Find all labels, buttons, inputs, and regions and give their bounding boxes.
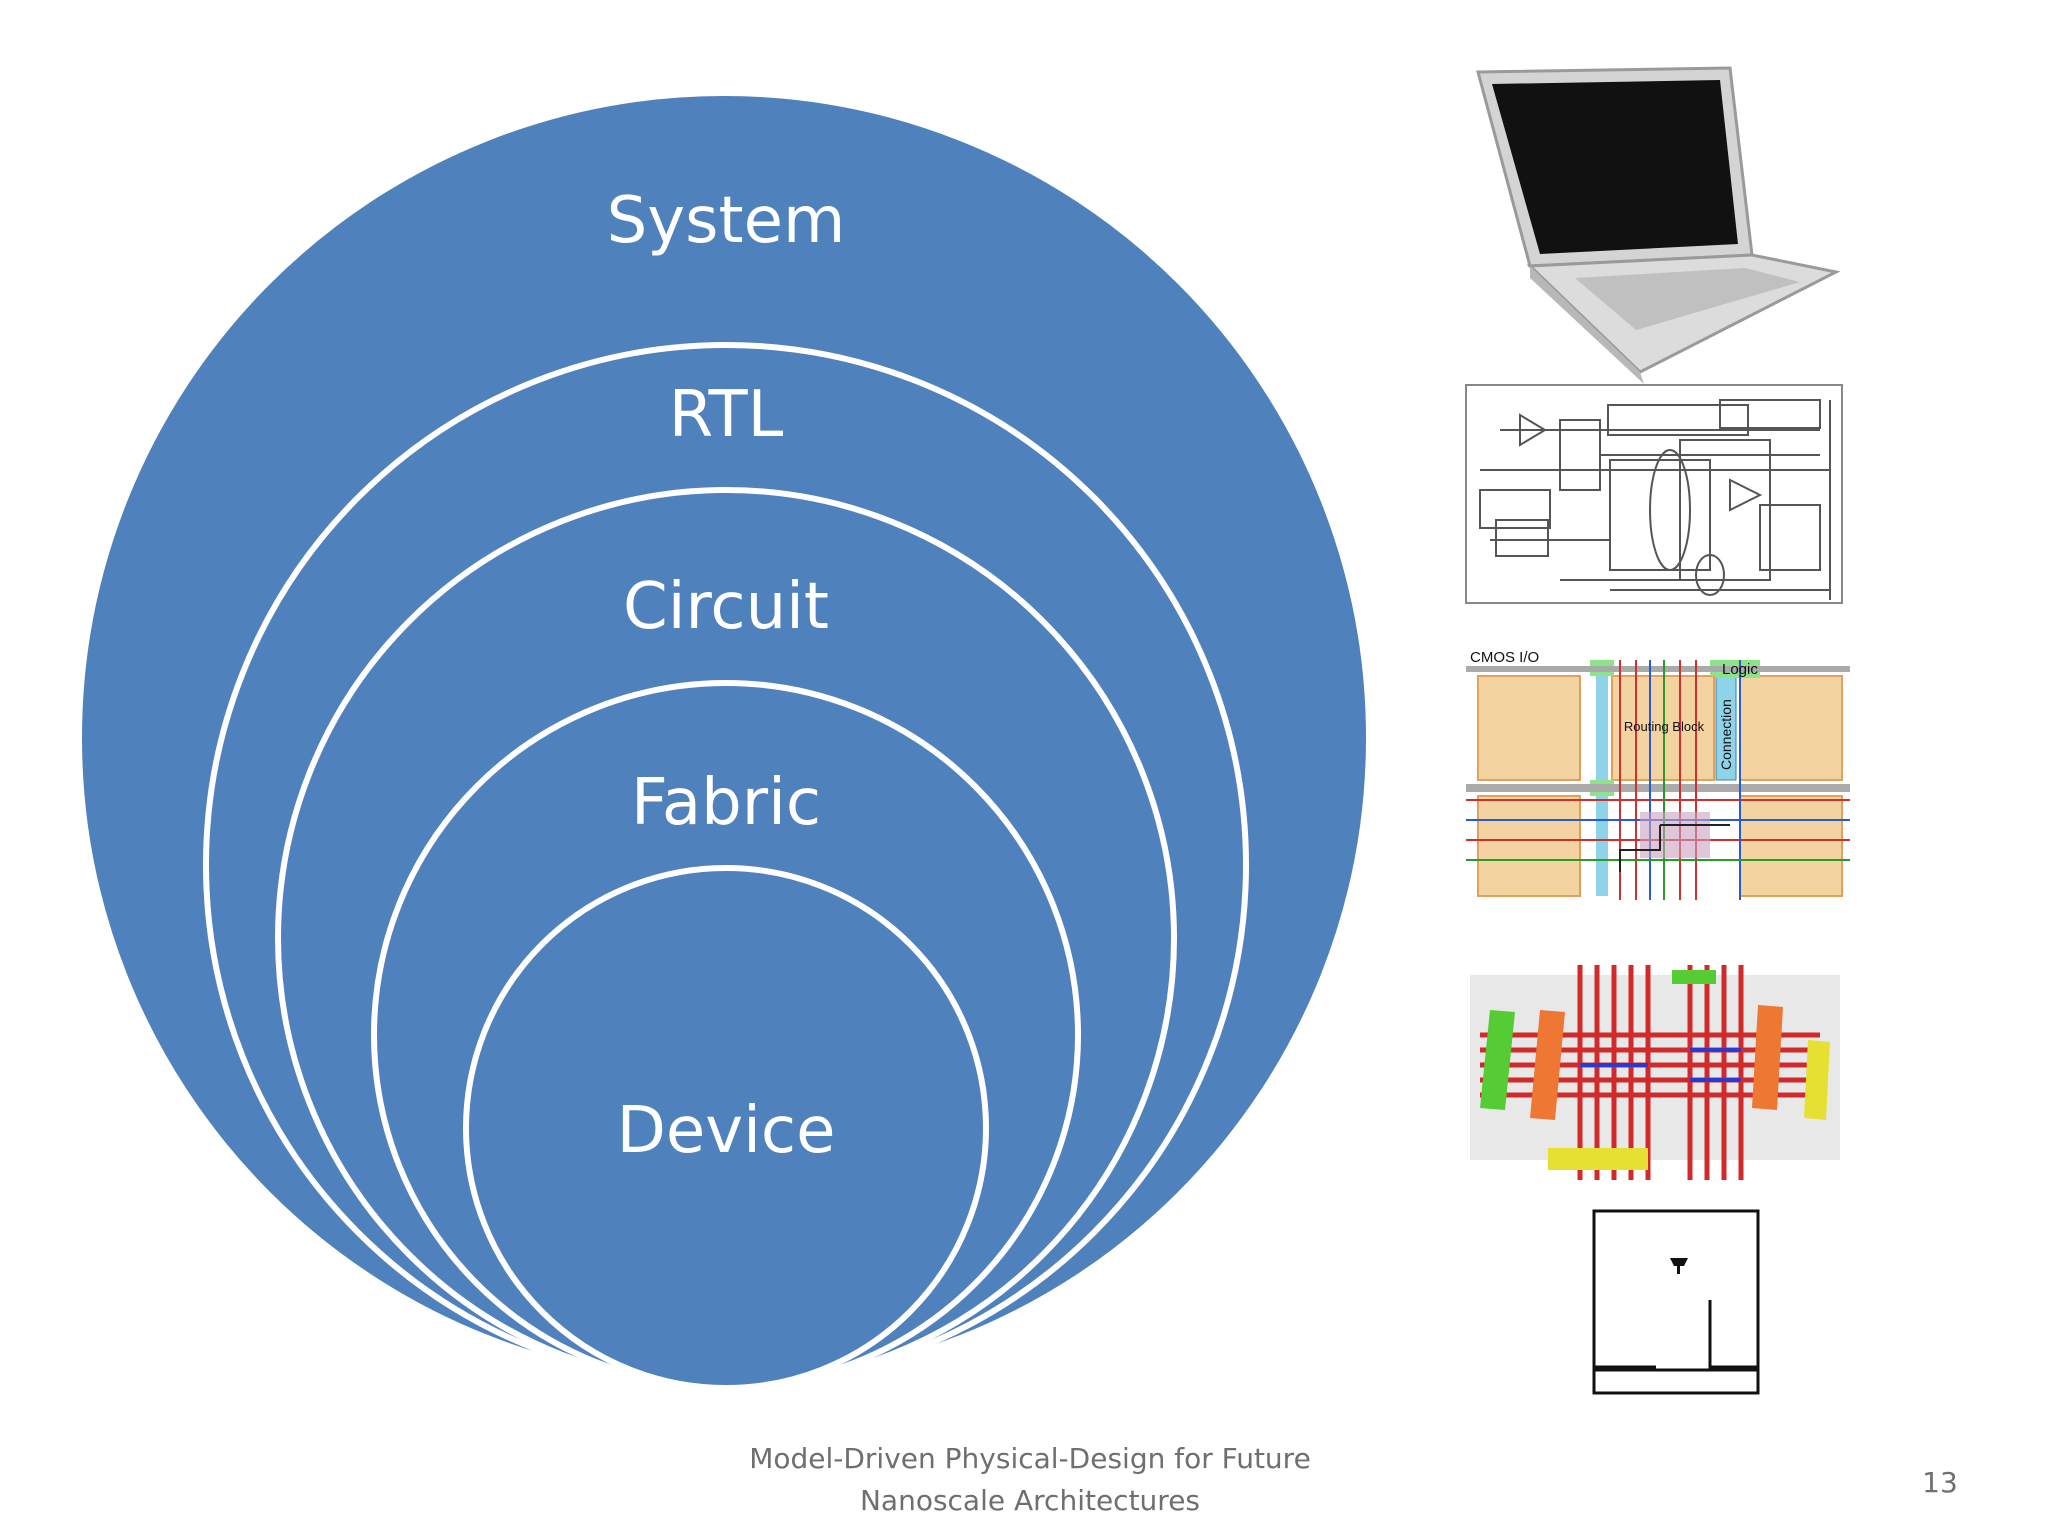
slide-footer: Model-Driven Physical-Design for Future … bbox=[660, 1438, 1400, 1522]
circle-device bbox=[463, 865, 989, 1391]
label-circuit: Circuit bbox=[623, 570, 829, 644]
hierarchy-diagram: System RTL Circuit Fabric Device bbox=[76, 90, 1372, 1391]
device-layout-image bbox=[1592, 1209, 1760, 1395]
laptop-image bbox=[1476, 66, 1841, 384]
page-number: 13 bbox=[1922, 1466, 1958, 1499]
footer-line-2: Nanoscale Architectures bbox=[859, 1484, 1201, 1517]
label-system: System bbox=[607, 184, 846, 258]
label-device: Device bbox=[617, 1094, 836, 1168]
label-rtl: RTL bbox=[669, 378, 784, 452]
fabric-label-logic: Logic bbox=[1722, 661, 1758, 678]
fabric-label-connection: Connection bbox=[1718, 699, 1734, 770]
label-fabric: Fabric bbox=[631, 766, 821, 840]
footer-line-1: Model-Driven Physical-Design for Future bbox=[749, 1442, 1311, 1475]
fabric-layout-image: CMOS I/O Logic Routing Block Connection bbox=[1466, 640, 1850, 904]
fabric-label-routing-block: Routing Block bbox=[1624, 719, 1705, 734]
rtl-schematic-image bbox=[1465, 384, 1843, 604]
fabric-label-cmos-io: CMOS I/O bbox=[1470, 649, 1539, 666]
nanowire-device-image bbox=[1470, 965, 1840, 1180]
